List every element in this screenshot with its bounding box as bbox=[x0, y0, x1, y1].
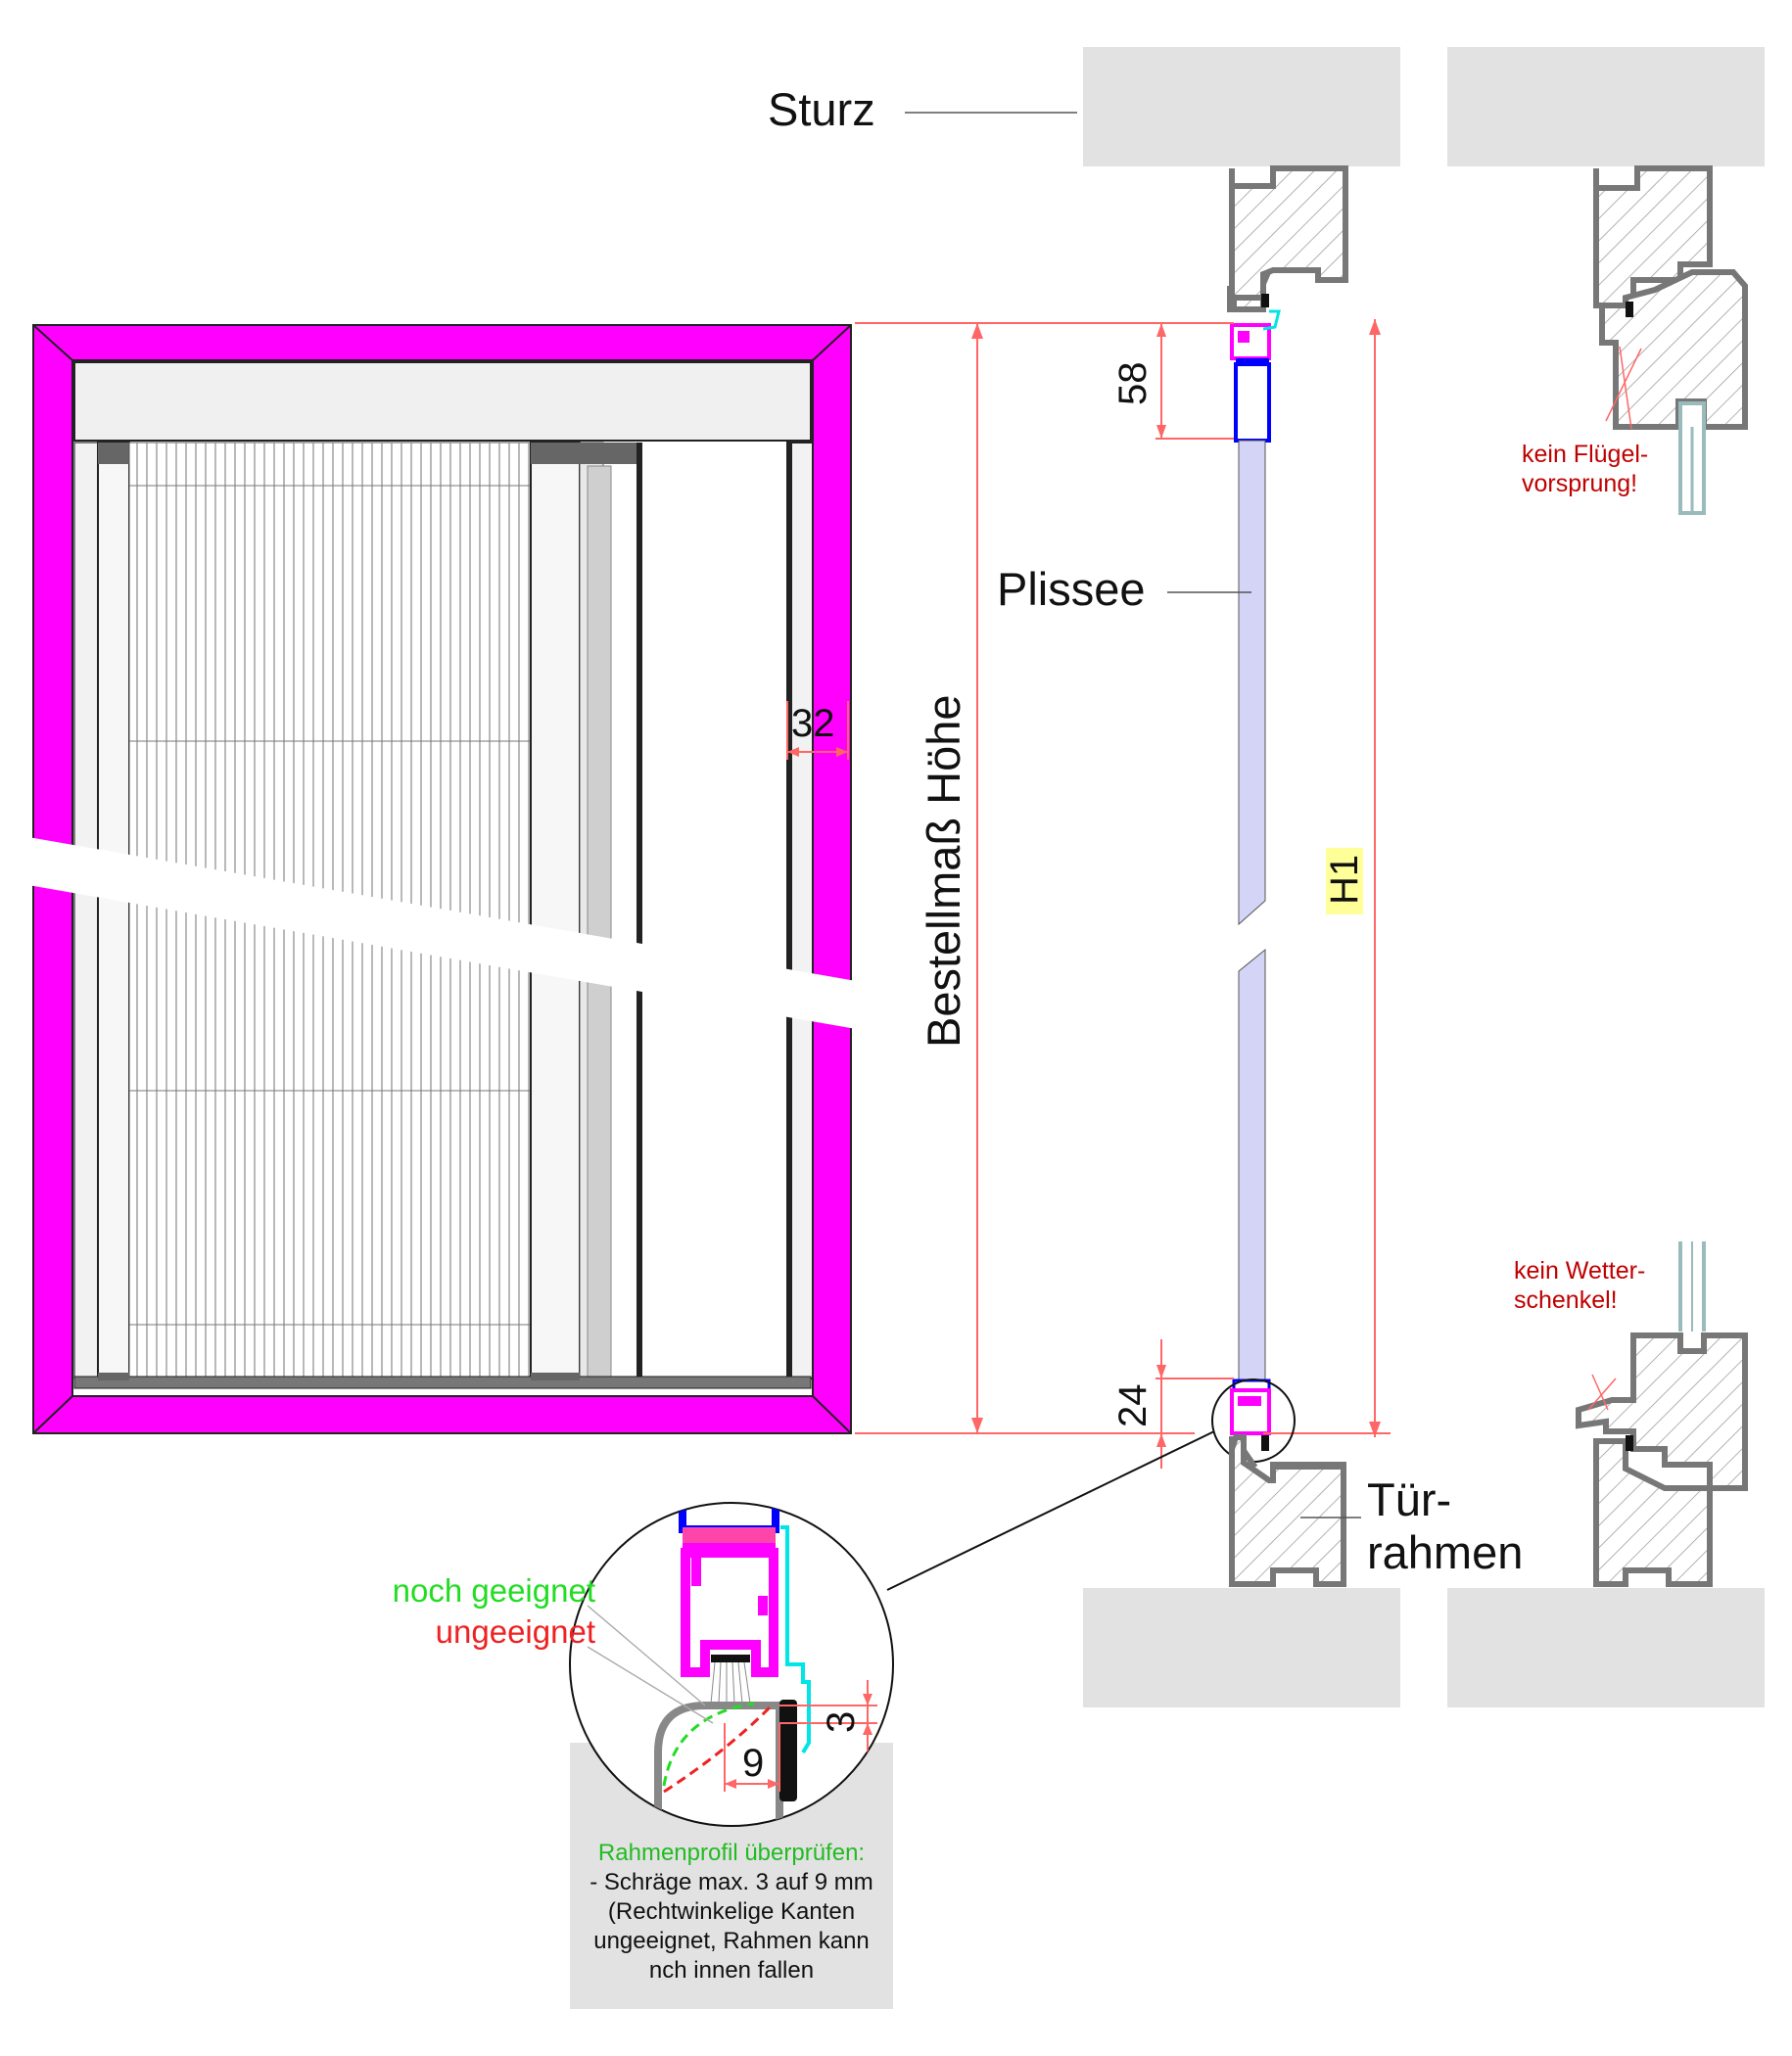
h1-highlight bbox=[1326, 848, 1363, 914]
bestellmass-hoehe-label: Bestellmaß Höhe bbox=[918, 695, 969, 1049]
plissee-fabric-lower bbox=[1238, 948, 1266, 1381]
order-height-dimension: Bestellmaß Höhe bbox=[855, 322, 1195, 1434]
note-box-line-4: nch innen fallen bbox=[649, 1957, 814, 1984]
top-rail bbox=[73, 361, 812, 442]
note-box-line-2: (Rechtwinkelige Kanten bbox=[608, 1898, 855, 1925]
note-box-title: Rahmenprofil überprüfen: bbox=[598, 1840, 865, 1866]
detail-view: 3 9 noch geeignet ungeeignet Rahmenprofi… bbox=[393, 1502, 894, 2009]
counter-example-top: kein Flügel- vorsprung! bbox=[1447, 47, 1765, 515]
sturz-block bbox=[1083, 47, 1400, 166]
dim-32-text: 32 bbox=[791, 702, 835, 745]
kein-fluegel-line1: kein Flügel- bbox=[1522, 441, 1648, 468]
dimension-h1: H1 bbox=[1263, 319, 1391, 1437]
kein-wetter-line1: kein Wetter- bbox=[1514, 1257, 1645, 1285]
plissee-label: Plissee bbox=[997, 563, 1146, 615]
tuerrahmen-label-2: rahmen bbox=[1367, 1526, 1523, 1578]
note-box-line-3: ungeeignet, Rahmen kann bbox=[593, 1928, 870, 1954]
left-side-profile bbox=[73, 442, 99, 1379]
plissee-fabric-upper bbox=[1238, 440, 1266, 926]
kein-wetter-line2: schenkel! bbox=[1514, 1286, 1618, 1314]
floor-block bbox=[1083, 1588, 1400, 1707]
dim-58-text: 58 bbox=[1111, 362, 1155, 406]
handle-bar bbox=[530, 442, 581, 1379]
dim-24-text: 24 bbox=[1111, 1384, 1155, 1428]
noch-geeignet-label: noch geeignet bbox=[393, 1572, 595, 1609]
counter-example-bottom: kein Wetter- schenkel! bbox=[1447, 1241, 1765, 1707]
front-view: 32 bbox=[0, 324, 862, 1434]
sturz-label: Sturz bbox=[768, 83, 875, 135]
dimension-58: 58 bbox=[1111, 322, 1234, 440]
dimension-24: 24 bbox=[1111, 1339, 1234, 1469]
section-view: Sturz Plissee 58 bbox=[768, 47, 1523, 1707]
break-cut bbox=[0, 832, 862, 1030]
kein-fluegel-line2: vorsprung! bbox=[1522, 470, 1637, 497]
dim-3-text: 3 bbox=[820, 1711, 863, 1733]
tuerrahmen-label-1: Tür- bbox=[1367, 1473, 1451, 1525]
bottom-rail bbox=[73, 1376, 812, 1389]
dimension-32: 32 bbox=[786, 701, 849, 760]
dim-9-text: 9 bbox=[742, 1742, 764, 1785]
ungeeignet-label: ungeeignet bbox=[436, 1613, 595, 1650]
note-box-line-1: - Schräge max. 3 auf 9 mm bbox=[589, 1869, 872, 1895]
h1-label: H1 bbox=[1323, 855, 1366, 905]
